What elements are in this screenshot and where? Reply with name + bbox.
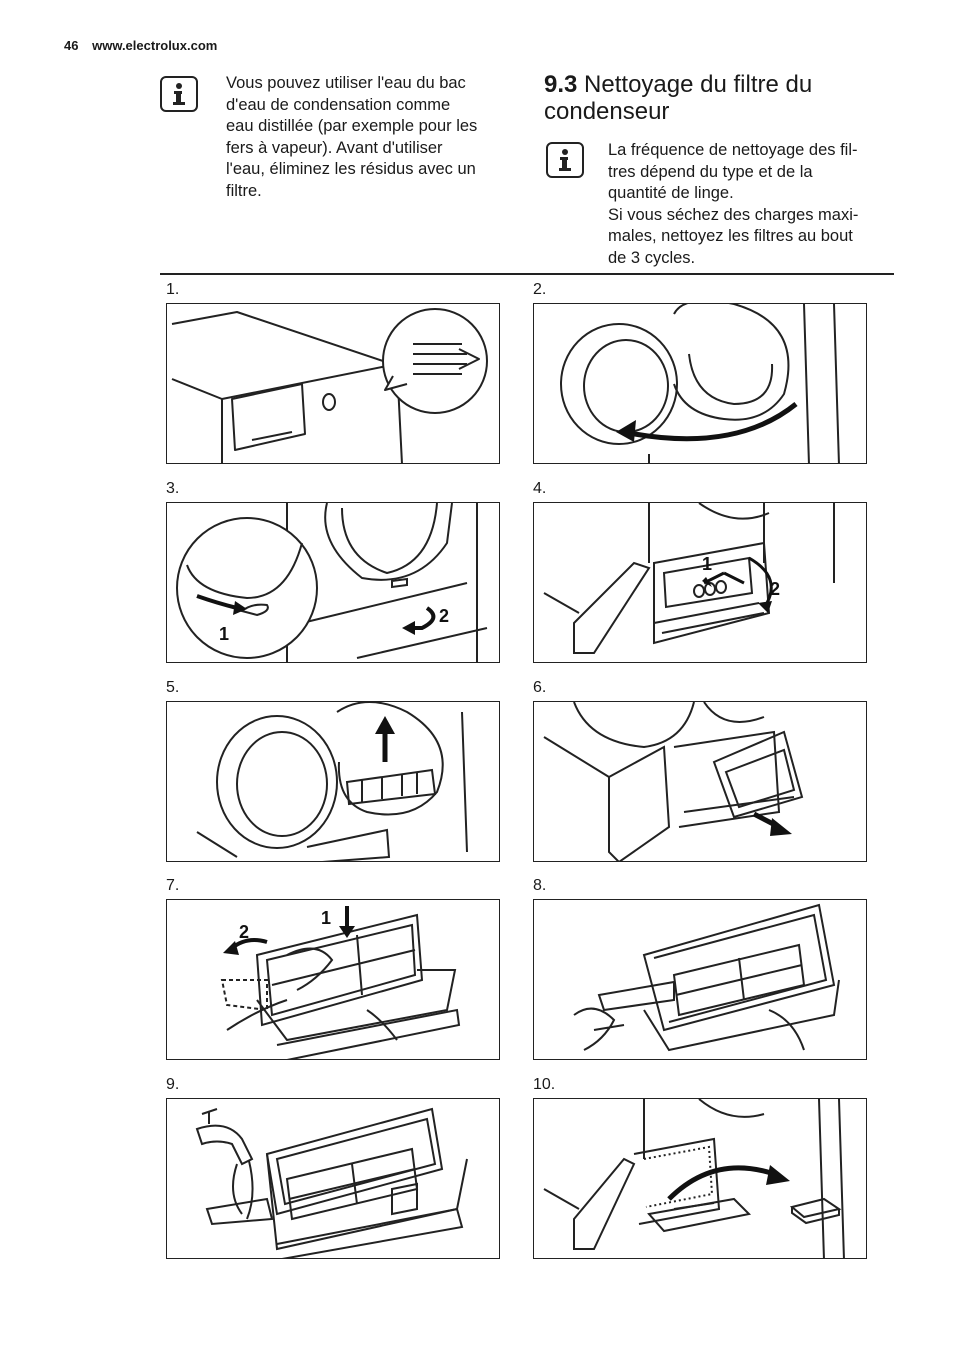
- note-line: quantité de linge.: [608, 184, 734, 202]
- note-line: males, nettoyez les filtres au bout: [608, 227, 853, 245]
- step-label: 7.: [166, 877, 180, 894]
- page-number: 46: [64, 38, 79, 53]
- step-2-illustration: [533, 303, 867, 464]
- note-line: fers à vapeur). Avant d'utiliser: [226, 138, 443, 157]
- step-6-illustration: [533, 701, 867, 862]
- section-title-line2: condenseur: [544, 98, 670, 125]
- step-label: 6.: [533, 679, 547, 696]
- callout-1: 1: [219, 624, 229, 644]
- note-line: tres dépend du type et de la: [608, 162, 813, 181]
- note-line: eau distillée (par exemple pour les: [226, 117, 478, 135]
- section-number: 9.3: [544, 71, 578, 98]
- site-url: www.electrolux.com: [92, 38, 218, 53]
- step-label: 3.: [166, 480, 180, 497]
- step-5-illustration: [166, 701, 500, 862]
- step-1-illustration: [166, 303, 500, 464]
- section-divider: [160, 273, 894, 275]
- note-line: filtre.: [226, 181, 262, 200]
- step-label: 4.: [533, 480, 547, 497]
- step-10-illustration: [533, 1098, 867, 1259]
- step-8-illustration: [533, 899, 867, 1060]
- step-label: 5.: [166, 679, 180, 696]
- condensation-water-note: Vous pouvez utiliser l'eau du bac d'eau …: [226, 73, 477, 202]
- step-4-illustration: 1 2: [533, 502, 867, 663]
- note-line: Vous pouvez utiliser l'eau du bac: [226, 74, 466, 92]
- step-label: 9.: [166, 1076, 180, 1093]
- note-line: l'eau, éliminez les résidus avec un: [226, 160, 476, 178]
- step-label: 10.: [533, 1076, 556, 1093]
- note-line: d'eau de condensation comme: [226, 95, 451, 114]
- step-label: 1.: [166, 281, 180, 298]
- page-header: 46 www.electrolux.com: [64, 38, 217, 53]
- info-icon: [160, 76, 198, 112]
- section-title: 9.3 Nettoyage du filtre du condenseur: [544, 71, 812, 125]
- callout-2: 2: [439, 606, 449, 626]
- note-line: de 3 cycles.: [608, 248, 696, 267]
- callout-2: 2: [239, 922, 249, 942]
- note-line: La fréquence de nettoyage des fil-: [608, 141, 858, 159]
- callout-1: 1: [321, 908, 331, 928]
- section-title-line1: Nettoyage du filtre du: [584, 71, 813, 98]
- info-icon: [546, 142, 584, 178]
- step-3-illustration: 1 2: [166, 502, 500, 663]
- step-7-illustration: 1 2: [166, 899, 500, 1060]
- callout-1: 1: [702, 554, 712, 574]
- note-line: Si vous séchez des charges maxi-: [608, 205, 859, 224]
- callout-2: 2: [770, 579, 780, 599]
- step-9-illustration: [166, 1098, 500, 1259]
- step-label: 8.: [533, 877, 547, 894]
- cleaning-frequency-note: La fréquence de nettoyage des fil- tres …: [608, 140, 858, 269]
- step-label: 2.: [533, 281, 547, 298]
